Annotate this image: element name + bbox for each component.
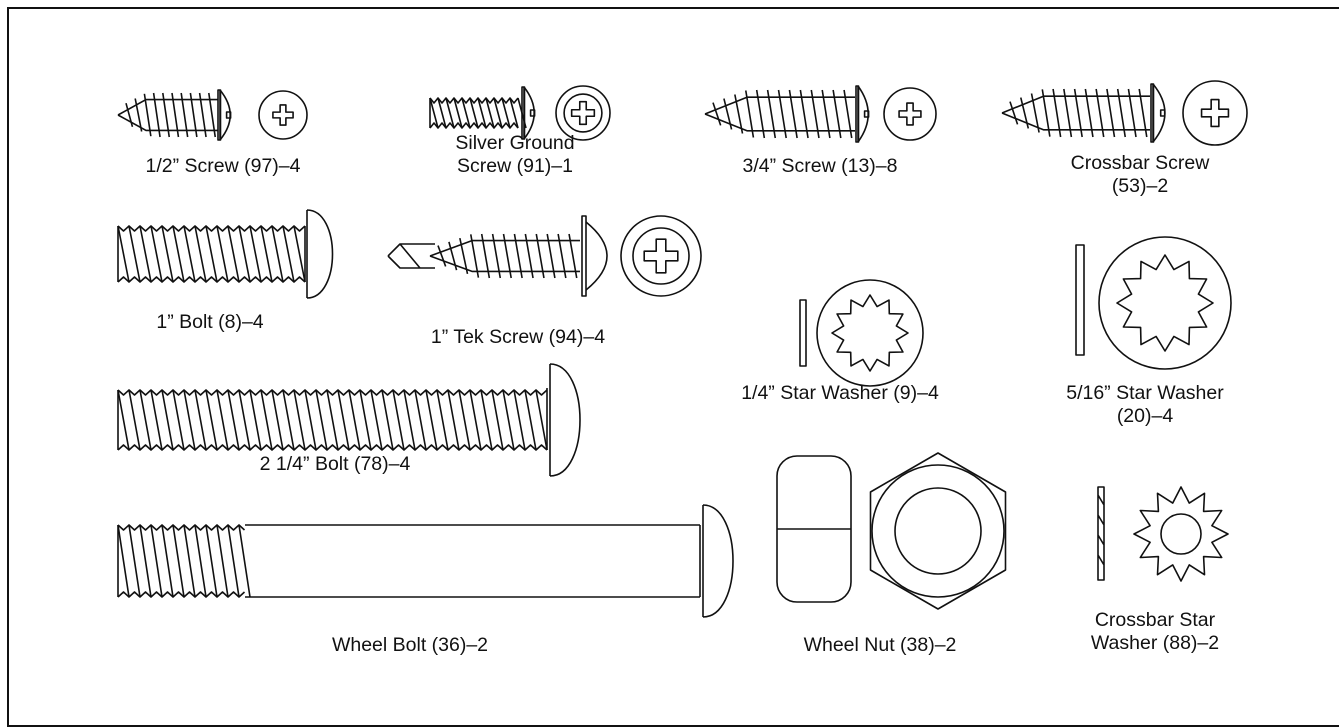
phillips-cross [898,102,922,126]
head-washer-edge [217,89,222,141]
thread-lines [117,225,306,283]
label-crossbar-screw: Crossbar Screw (53)–2 [1070,152,1210,197]
screw-head-top [258,90,308,140]
half-inch-screw-drawing [117,89,308,141]
screw-head [1152,83,1166,143]
screw-head-top [1182,80,1248,146]
five-sixteenth-star-washer-drawing [1075,236,1232,370]
head-slot [863,110,870,118]
washer-teeth [831,294,909,372]
washer-side [799,299,807,367]
phillips-cross [643,238,679,274]
head-washer-edge [855,85,860,143]
label-wheel-nut: Wheel Nut (38)–2 [803,634,957,656]
wheel-nut-drawing [776,452,1007,610]
washer-external-teeth [1133,486,1229,582]
washer-outer [1098,236,1232,370]
washer-bore [1160,513,1202,555]
washer-side [1075,244,1085,356]
crossbar-screw-drawing [1001,80,1248,146]
label-three-quarter-screw: 3/4” Screw (13)–8 [742,155,898,177]
bolt-head [306,209,334,299]
thread-bottom [117,591,246,598]
head-slot [225,111,232,119]
two-quarter-bolt-drawing [117,363,581,477]
label-wheel-bolt: Wheel Bolt (36)–2 [331,634,489,656]
screw-threads [712,89,853,139]
screw-threads [1009,88,1148,138]
washer-side [1097,486,1105,581]
thread-lines [117,524,251,598]
nut-bore [894,487,982,575]
label-half-inch-screw: 1/2” Screw (97)–4 [145,155,301,177]
screw-head-top [883,87,937,141]
three-quarter-screw-drawing [704,85,937,143]
head-washer-edge [521,86,526,140]
phillips-cross [570,100,596,126]
silver-ground-screw-drawing [429,85,611,141]
thread-bottom [429,122,519,129]
screw-threads [437,233,578,279]
tek-screw-drawing [387,215,702,297]
bolt-head [549,363,581,477]
nut-hex-outline [869,452,1007,610]
nut-chamfer [871,464,1005,598]
thread-top [117,389,548,396]
one-inch-bolt-drawing [117,209,334,299]
wheel-bolt-drawing [117,504,734,618]
washer-outer [816,279,924,387]
label-tek-screw: 1” Tek Screw (94)–4 [430,326,606,348]
bolt-head [702,504,734,618]
thread-bottom [117,444,548,451]
screw-head-rim [563,93,603,133]
head-slot [529,109,536,117]
label-crossbar-star-washer: Crossbar Star Washer (88)–2 [1090,609,1220,654]
thread-lines [429,97,527,129]
label-two-quarter-bolt: 2 1/4” Bolt (78)–4 [259,453,411,475]
screw-head-top [620,215,702,297]
screw-threads [125,92,217,138]
drill-point [387,243,435,269]
thread-top [117,225,306,232]
screw-washer-face [581,215,587,297]
head-washer-edge [1150,83,1155,143]
thread-lines [117,389,548,451]
label-one-inch-bolt: 1” Bolt (8)–4 [156,311,264,333]
screw-head [857,85,869,143]
phillips-cross [1200,98,1230,128]
screw-head [219,89,231,141]
thread-top [429,97,519,104]
label-five-sixteenth-star-washer: 5/16” Star Washer (20)–4 [1066,382,1224,427]
quarter-star-washer-drawing [799,279,924,387]
phillips-cross [272,104,294,126]
label-quarter-star-washer: 1/4” Star Washer (9)–4 [741,382,939,404]
thread-bottom [117,276,306,283]
thread-top [117,524,246,531]
screw-head [585,221,608,291]
screw-head-top [555,85,611,141]
head-slot [1159,109,1166,117]
screw-head-rim [632,227,690,285]
crossbar-star-washer-drawing [1097,486,1229,582]
bolt-shank [245,524,700,598]
washer-teeth [1116,254,1214,352]
label-silver-ground-screw: Silver Ground Screw (91)–1 [455,132,575,177]
